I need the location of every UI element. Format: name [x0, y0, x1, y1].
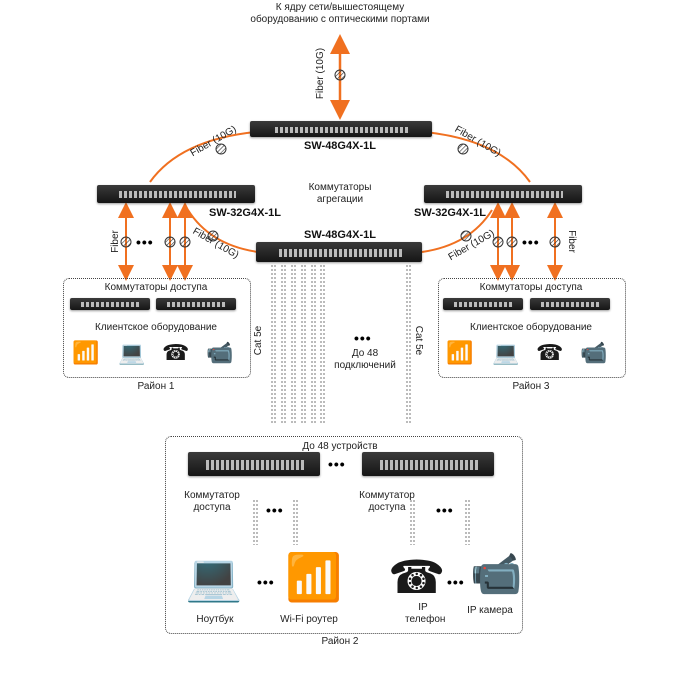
district2-devices-count: До 48 устройств — [302, 441, 378, 452]
laptop-icon: 💻 — [118, 340, 146, 365]
district2-device-ellipsis-right: ••• — [447, 574, 465, 590]
device-label-wifi-router: Wi-Fi роутер — [280, 614, 338, 625]
district2-access-switch-right[interactable] — [362, 452, 494, 476]
ring-top-left — [149, 131, 256, 183]
district3-fiber-label: Fiber — [565, 230, 577, 253]
district2-cable-ellipsis-left: ••• — [266, 502, 284, 518]
fiber-connector-icon — [334, 69, 346, 81]
ip-camera-icon: 📹 — [470, 550, 523, 597]
uplink-fiber-label: Fiber (10G) — [315, 47, 327, 100]
ip-camera-icon: 📹 — [206, 340, 234, 365]
district-1-box — [63, 278, 251, 378]
wifi-router-icon: 📶 — [446, 340, 474, 365]
district1-access-switch[interactable] — [156, 298, 236, 310]
ip-phone-icon: ☎ — [388, 551, 446, 603]
district3-switches-label: Коммутаторы доступа — [479, 282, 583, 293]
district3-fiber-ellipsis: ••• — [522, 234, 540, 250]
agg-switch-left-label: SW-32G4X-1L — [209, 207, 281, 219]
aggregation-label: Коммутаторы агрегации — [308, 182, 372, 205]
wifi-router-icon: 📶 — [285, 551, 343, 603]
district3-access-switch[interactable] — [530, 298, 610, 310]
district2-access-switch-left[interactable] — [188, 452, 320, 476]
laptop-icon: 💻 — [185, 551, 243, 603]
district3-name: Район 3 — [512, 381, 550, 392]
agg-switch-right-label: SW-32G4X-1L — [414, 207, 486, 219]
core-switch-bottom[interactable] — [256, 242, 422, 262]
core-switch-top-label: SW-48G4X-1L — [304, 140, 376, 152]
uplink-destination-label: К ядру сети/вышестоящему оборудованию с … — [250, 2, 430, 25]
district-2-box — [165, 436, 523, 634]
device-label-ip-camera: IP камера — [467, 605, 513, 616]
connections-label: До 48 подключений — [334, 348, 396, 371]
device-label-ip-phone: IP телефон — [405, 602, 446, 625]
core-switch-bottom-label: SW-48G4X-1L — [304, 229, 376, 241]
district2-switch-ellipsis: ••• — [328, 456, 346, 472]
district2-switch-left-label: Коммутатор доступа — [184, 490, 240, 513]
district2-device-ellipsis-left: ••• — [257, 574, 275, 590]
copper-cable-label-left: Cat 5e — [253, 325, 265, 356]
district2-cable-ellipsis-right: ••• — [436, 502, 454, 518]
core-switch-top[interactable] — [250, 121, 432, 137]
district3-access-switch[interactable] — [443, 298, 523, 310]
district1-switches-label: Коммутаторы доступа — [104, 282, 208, 293]
copper-cable-label-right: Cat 5e — [413, 325, 425, 356]
ring-top-right — [424, 131, 531, 183]
ip-phone-icon: ☎ — [162, 340, 190, 365]
district3-clients-label: Клиентское оборудование — [470, 322, 592, 333]
district2-switch-right-label: Коммутатор доступа — [359, 490, 415, 513]
district1-fiber-ellipsis: ••• — [136, 234, 154, 250]
district1-access-switch[interactable] — [70, 298, 150, 310]
district1-clients-label: Клиентское оборудование — [95, 322, 217, 333]
ip-phone-icon: ☎ — [536, 340, 564, 365]
copper-ellipsis: ••• — [354, 330, 372, 346]
agg-switch-right[interactable] — [424, 185, 582, 203]
device-label-laptop: Ноутбук — [196, 614, 234, 625]
district-3-box — [438, 278, 626, 378]
agg-switch-left[interactable] — [97, 185, 255, 203]
ip-camera-icon: 📹 — [580, 340, 608, 365]
district2-name: Район 2 — [321, 636, 359, 647]
district1-name: Район 1 — [137, 381, 175, 392]
district1-fiber-label: Fiber — [109, 230, 121, 253]
copper-cables — [253, 265, 470, 545]
laptop-icon: 💻 — [492, 340, 520, 365]
wifi-router-icon: 📶 — [72, 340, 100, 365]
